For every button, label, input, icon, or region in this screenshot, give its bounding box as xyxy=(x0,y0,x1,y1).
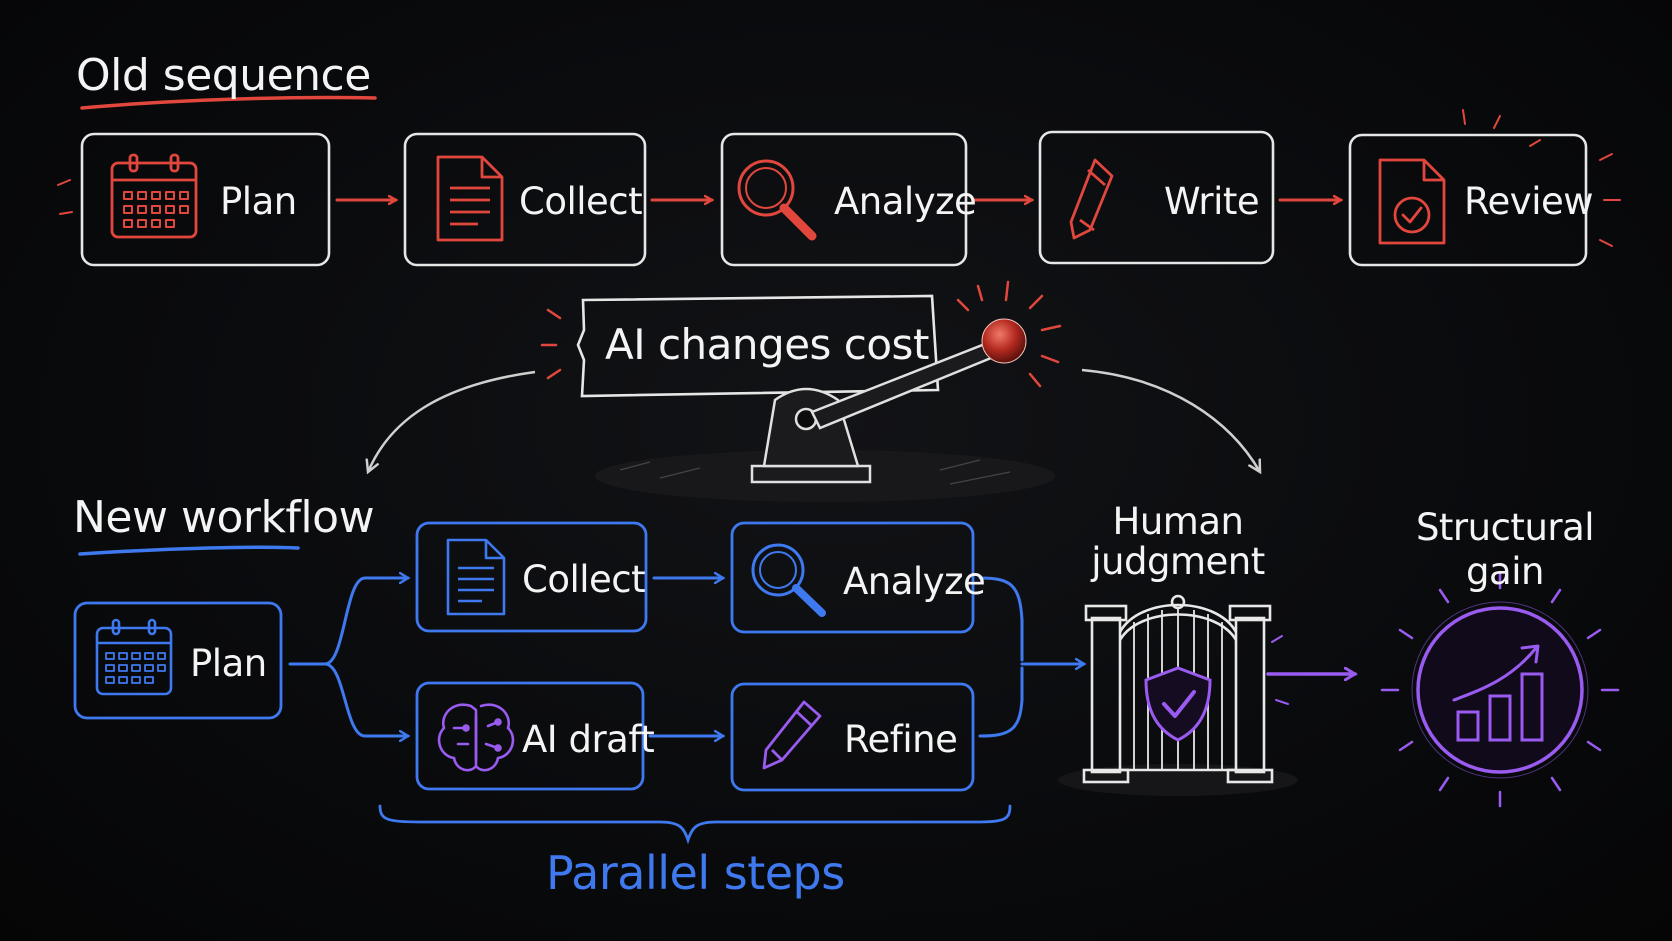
document-check-icon xyxy=(1378,158,1446,245)
gate-label-line2: judgment xyxy=(1091,540,1265,583)
new-branch-label-collect: Collect xyxy=(522,558,646,601)
curve-arrow-right xyxy=(1081,368,1260,472)
pencil-icon xyxy=(1069,158,1114,240)
new-workflow-heading: New workflow xyxy=(73,492,375,543)
result-label-line2: gain xyxy=(1466,550,1544,593)
gate-label-line1: Human xyxy=(1112,500,1244,543)
document-icon xyxy=(446,538,506,616)
new-branch-label-refine: Refine xyxy=(844,718,958,761)
new-branch-box-collect xyxy=(415,521,648,633)
new-branch-box-analyze xyxy=(730,521,975,634)
new-branch-label-ai-draft: AI draft xyxy=(522,718,655,761)
new-plan-label: Plan xyxy=(190,642,267,685)
pencil-icon xyxy=(762,700,822,770)
calendar-icon xyxy=(95,618,173,696)
lever-label: AI changes cost xyxy=(605,320,929,369)
calendar-icon xyxy=(110,153,198,239)
old-step-label-plan: Plan xyxy=(220,180,297,223)
old-sequence-heading: Old sequence xyxy=(76,50,371,101)
new-branch-label-analyze: Analyze xyxy=(843,560,986,603)
magnifier-icon xyxy=(751,543,826,617)
old-step-box-collect xyxy=(403,132,647,267)
old-step-box-analyze xyxy=(720,132,968,267)
lever-icon xyxy=(540,280,1062,502)
new-branch-box-ai-draft xyxy=(415,681,645,791)
result-label-line1: Structural xyxy=(1415,506,1595,549)
parallel-brace xyxy=(378,804,1012,845)
old-step-box-review xyxy=(1348,133,1588,267)
old-step-label-collect: Collect xyxy=(519,180,643,223)
old-heading-underline xyxy=(80,95,377,110)
curve-arrow-left xyxy=(368,370,536,472)
brain-icon xyxy=(437,703,515,772)
new-heading-underline xyxy=(78,545,300,556)
lever-label-box xyxy=(576,294,940,398)
new-plan-box xyxy=(73,601,283,720)
old-step-label-review: Review xyxy=(1464,180,1594,223)
gate-shield-icon xyxy=(1058,594,1298,796)
old-step-box-write xyxy=(1038,130,1275,265)
new-branch-box-refine xyxy=(730,682,975,792)
magnifier-icon xyxy=(737,159,817,241)
document-icon xyxy=(436,155,504,242)
growth-chart-icon xyxy=(1380,572,1620,808)
old-step-label-write: Write xyxy=(1164,180,1260,223)
old-step-box-plan xyxy=(80,132,331,267)
old-step-label-analyze: Analyze xyxy=(834,180,977,223)
parallel-steps-label: Parallel steps xyxy=(546,846,845,900)
